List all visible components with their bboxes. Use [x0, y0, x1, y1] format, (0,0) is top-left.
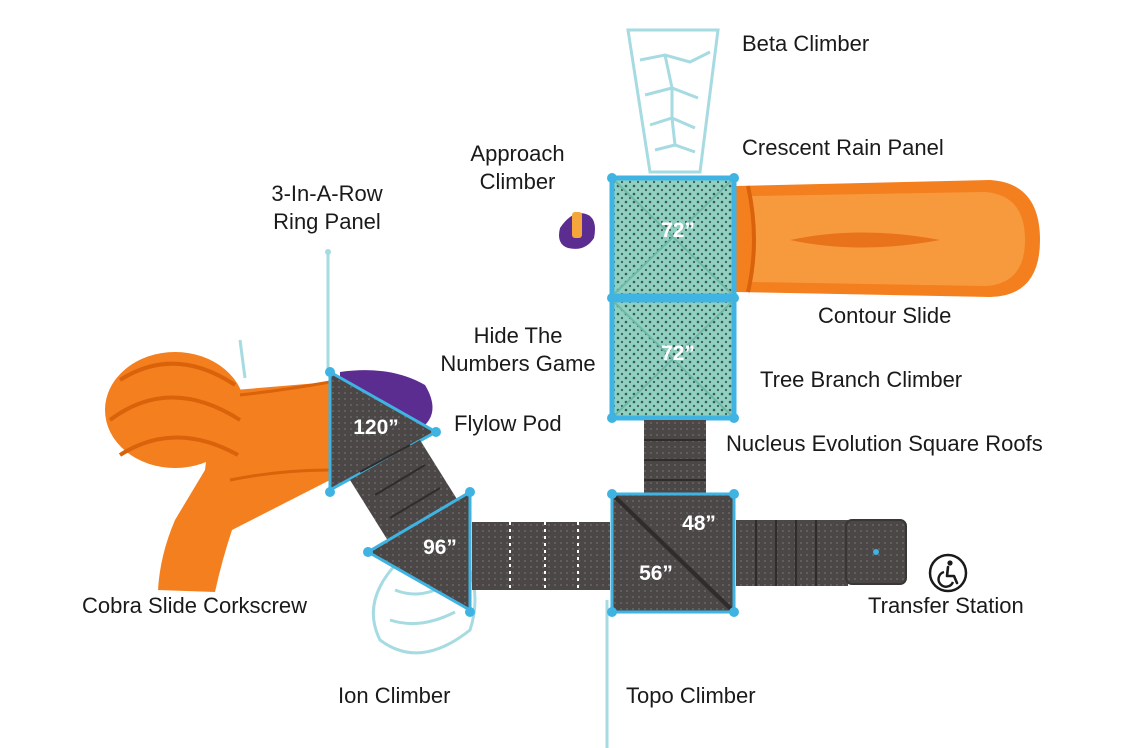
deck-120-triangle	[328, 369, 440, 493]
walkway-right	[736, 520, 848, 586]
label-hide-the-numbers: Hide The Numbers Game	[440, 323, 596, 376]
label-nucleus-roofs: Nucleus Evolution Square Roofs	[726, 431, 1043, 456]
height-label-roof-top: 72”	[661, 219, 695, 242]
contour-slide	[736, 180, 1040, 297]
height-label-56: 56”	[639, 562, 673, 585]
label-beta-climber: Beta Climber	[742, 31, 870, 56]
transfer-station-platform	[845, 519, 907, 585]
walkway-left	[472, 522, 610, 590]
posts	[325, 173, 739, 617]
label-flylow-pod: Flylow Pod	[454, 411, 562, 436]
label-contour-slide: Contour Slide	[818, 303, 952, 328]
nucleus-roof-top	[609, 175, 737, 299]
beta-climber	[626, 28, 720, 174]
label-ring-panel: 3-In-A-Row Ring Panel	[271, 181, 383, 234]
bridge-vertical	[644, 420, 706, 498]
deck-96-triangle	[365, 489, 472, 613]
label-crescent-rain-panel: Crescent Rain Panel	[742, 135, 944, 160]
deck-center-square	[610, 492, 736, 614]
label-ion-climber: Ion Climber	[338, 683, 451, 708]
label-cobra-slide: Cobra Slide Corkscrew	[82, 593, 307, 618]
height-label-120: 120”	[353, 416, 399, 439]
nucleus-roof-bottom	[609, 297, 737, 421]
label-topo-climber: Topo Climber	[626, 683, 756, 708]
flylow-pod	[340, 370, 433, 425]
label-approach-climber: Approach Climber	[470, 141, 565, 194]
label-transfer-station: Transfer Station	[868, 593, 1024, 618]
height-label-96: 96”	[423, 536, 457, 559]
approach-climber	[559, 212, 595, 249]
label-tree-branch-climber: Tree Branch Climber	[760, 367, 963, 392]
cobra-slide-corkscrew	[105, 339, 331, 592]
height-label-48: 48”	[682, 512, 716, 535]
height-label-roof-bottom: 72”	[661, 342, 695, 365]
wheelchair-icon	[928, 553, 968, 593]
